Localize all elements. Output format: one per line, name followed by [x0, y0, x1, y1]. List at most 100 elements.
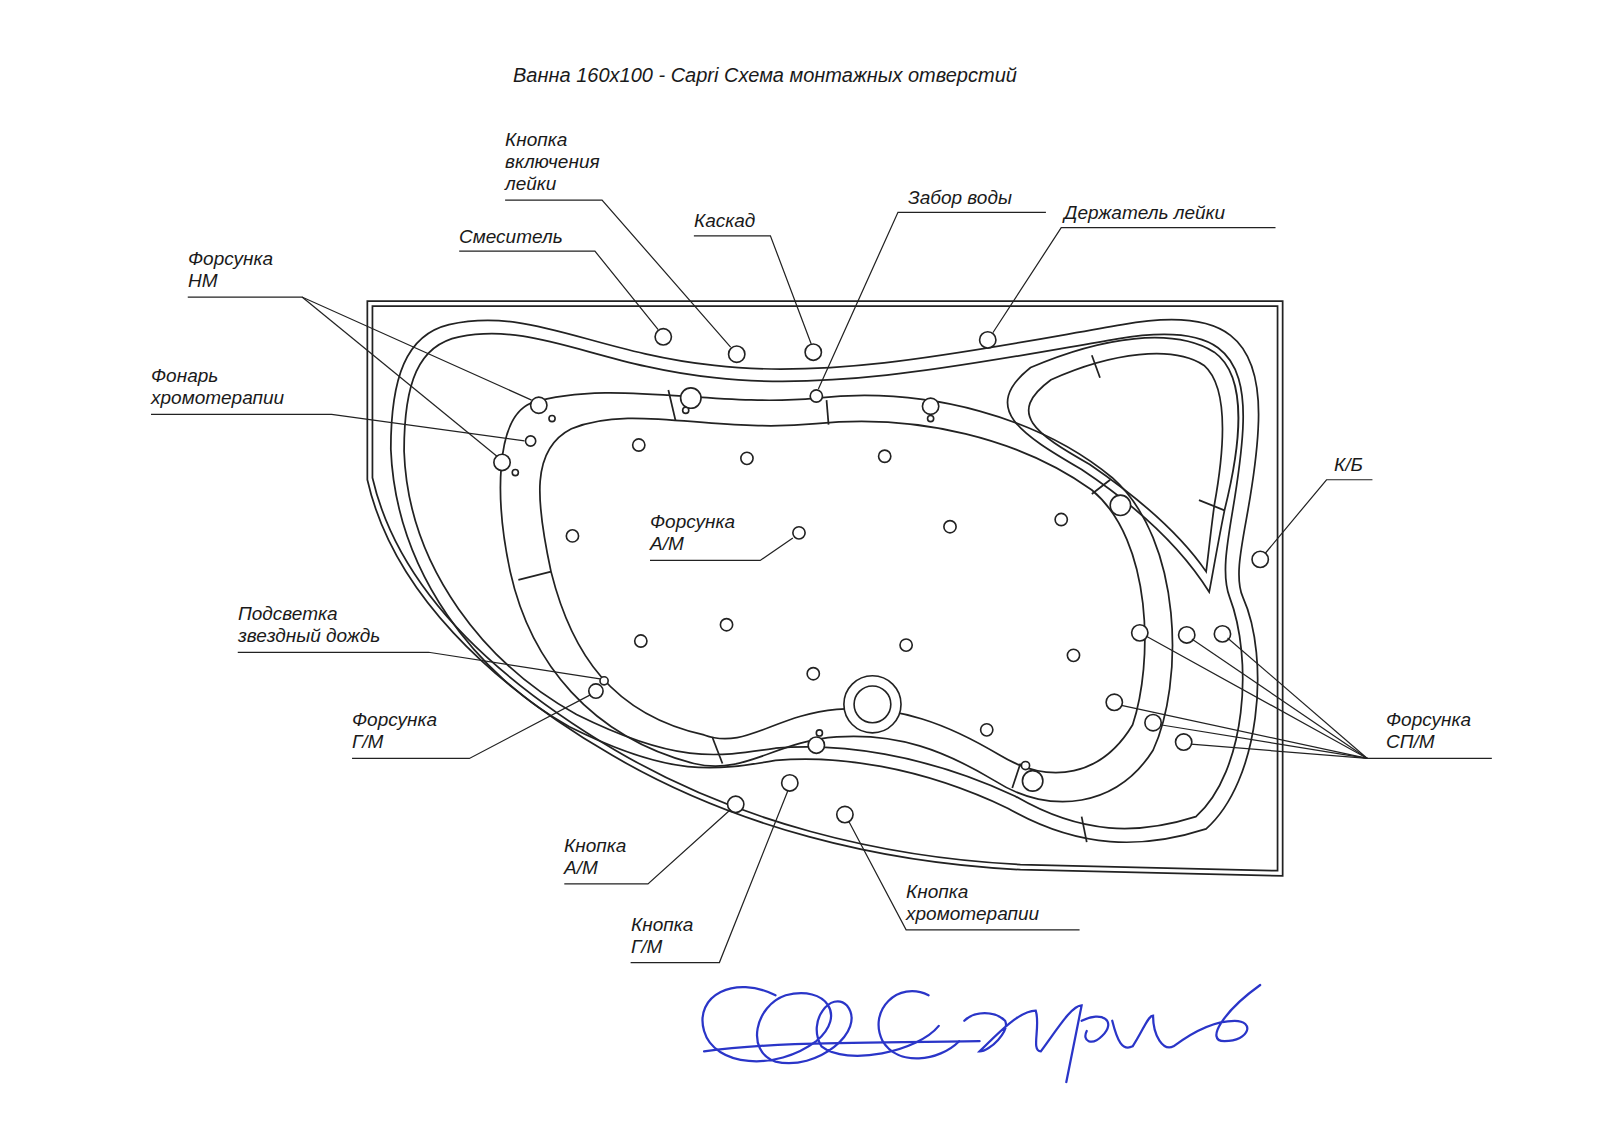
hole	[805, 344, 821, 360]
hole	[922, 398, 938, 414]
callout-label: Кнопка А/М	[564, 835, 626, 879]
hole	[681, 388, 701, 408]
hole	[633, 439, 645, 451]
shelf-heart	[1008, 338, 1239, 592]
hole	[793, 527, 805, 539]
hole	[720, 619, 732, 631]
hole	[1022, 771, 1042, 791]
callout-label: Кнопка включения лейки	[505, 129, 600, 195]
seat-ledge	[500, 393, 1172, 802]
signature	[702, 985, 1260, 1082]
hole	[566, 530, 578, 542]
hole	[1021, 761, 1029, 769]
rib	[518, 572, 551, 580]
hole	[808, 737, 824, 753]
leader-line	[459, 251, 658, 330]
rib	[827, 400, 829, 424]
drain	[844, 676, 901, 733]
leader-line	[993, 228, 1276, 333]
leader-line	[1146, 636, 1492, 758]
leader-line	[188, 297, 532, 400]
leader-line	[818, 212, 1046, 389]
callout-label: Забор воды	[908, 187, 1012, 209]
drawing-title: Ванна 160x100 - Capri Схема монтажных от…	[513, 63, 1017, 87]
leader-line	[694, 236, 811, 344]
hole	[1067, 649, 1079, 661]
rib	[1199, 500, 1225, 510]
mounting-holes	[494, 329, 1268, 823]
callout-label: Форсунка НМ	[188, 248, 273, 292]
hole	[1110, 495, 1130, 515]
hole	[683, 407, 689, 413]
hole	[879, 450, 891, 462]
hole	[1055, 513, 1067, 525]
leader-line	[238, 652, 600, 679]
leader-line	[1265, 480, 1372, 553]
callout-label: Фонарь хромотерапии	[151, 365, 284, 409]
hole	[729, 346, 745, 362]
leader-line	[151, 414, 524, 441]
hole	[900, 639, 912, 651]
rib	[668, 390, 675, 421]
callout-label: Держатель лейки	[1064, 202, 1225, 224]
hole	[655, 329, 671, 345]
hole	[980, 332, 996, 348]
leader-line	[849, 822, 1080, 930]
callout-label: Смеситель	[459, 226, 563, 248]
hole	[741, 452, 753, 464]
hole	[928, 415, 934, 421]
hole	[1132, 625, 1148, 641]
hole	[944, 521, 956, 533]
drain	[854, 686, 891, 723]
hole	[1179, 627, 1195, 643]
callout-label: Форсунка СП/М	[1386, 709, 1471, 753]
leader-line	[1192, 639, 1368, 758]
rib	[1082, 817, 1087, 843]
bowl	[540, 418, 1145, 772]
signature-stroke	[702, 987, 938, 1063]
hole	[1176, 734, 1192, 750]
leader-lines	[151, 200, 1492, 963]
hole	[1145, 715, 1161, 731]
signature-stroke	[879, 985, 1261, 1082]
leader-line	[1191, 744, 1368, 758]
leader-line	[1121, 705, 1367, 758]
rib	[1092, 355, 1100, 377]
hole	[810, 390, 822, 402]
hole	[1252, 551, 1268, 567]
outer-shell-inner	[372, 306, 1277, 870]
leader-line	[1160, 725, 1367, 759]
outer-shell	[367, 301, 1282, 876]
hole	[549, 415, 555, 421]
hole	[1214, 626, 1230, 642]
hole	[512, 470, 518, 476]
rib	[1092, 480, 1110, 494]
leader-line	[564, 809, 730, 884]
leader-line	[352, 695, 590, 758]
hole	[531, 397, 547, 413]
rib	[1012, 764, 1020, 788]
callout-label: Каскад	[694, 210, 755, 232]
leader-line	[631, 791, 788, 962]
callout-label: Форсунка А/М	[650, 511, 735, 555]
leader-line	[302, 297, 497, 456]
hole	[494, 454, 510, 470]
rim-outer	[391, 320, 1259, 843]
rim-inner	[404, 334, 1243, 829]
leader-line	[1228, 638, 1368, 758]
shelf-heart-inner	[1029, 354, 1223, 572]
hole	[526, 436, 536, 446]
hole	[1106, 694, 1122, 710]
hole	[782, 775, 798, 791]
callout-label: Подсветка звездный дождь	[238, 603, 413, 647]
hole	[635, 635, 647, 647]
callout-label: К/Б	[1334, 454, 1363, 476]
hole	[837, 806, 853, 822]
callout-label: Форсунка Г/М	[352, 709, 437, 753]
hole	[807, 668, 819, 680]
signature-stroke	[704, 1041, 980, 1051]
bathtub-outline	[367, 301, 1282, 876]
rib	[712, 737, 722, 764]
